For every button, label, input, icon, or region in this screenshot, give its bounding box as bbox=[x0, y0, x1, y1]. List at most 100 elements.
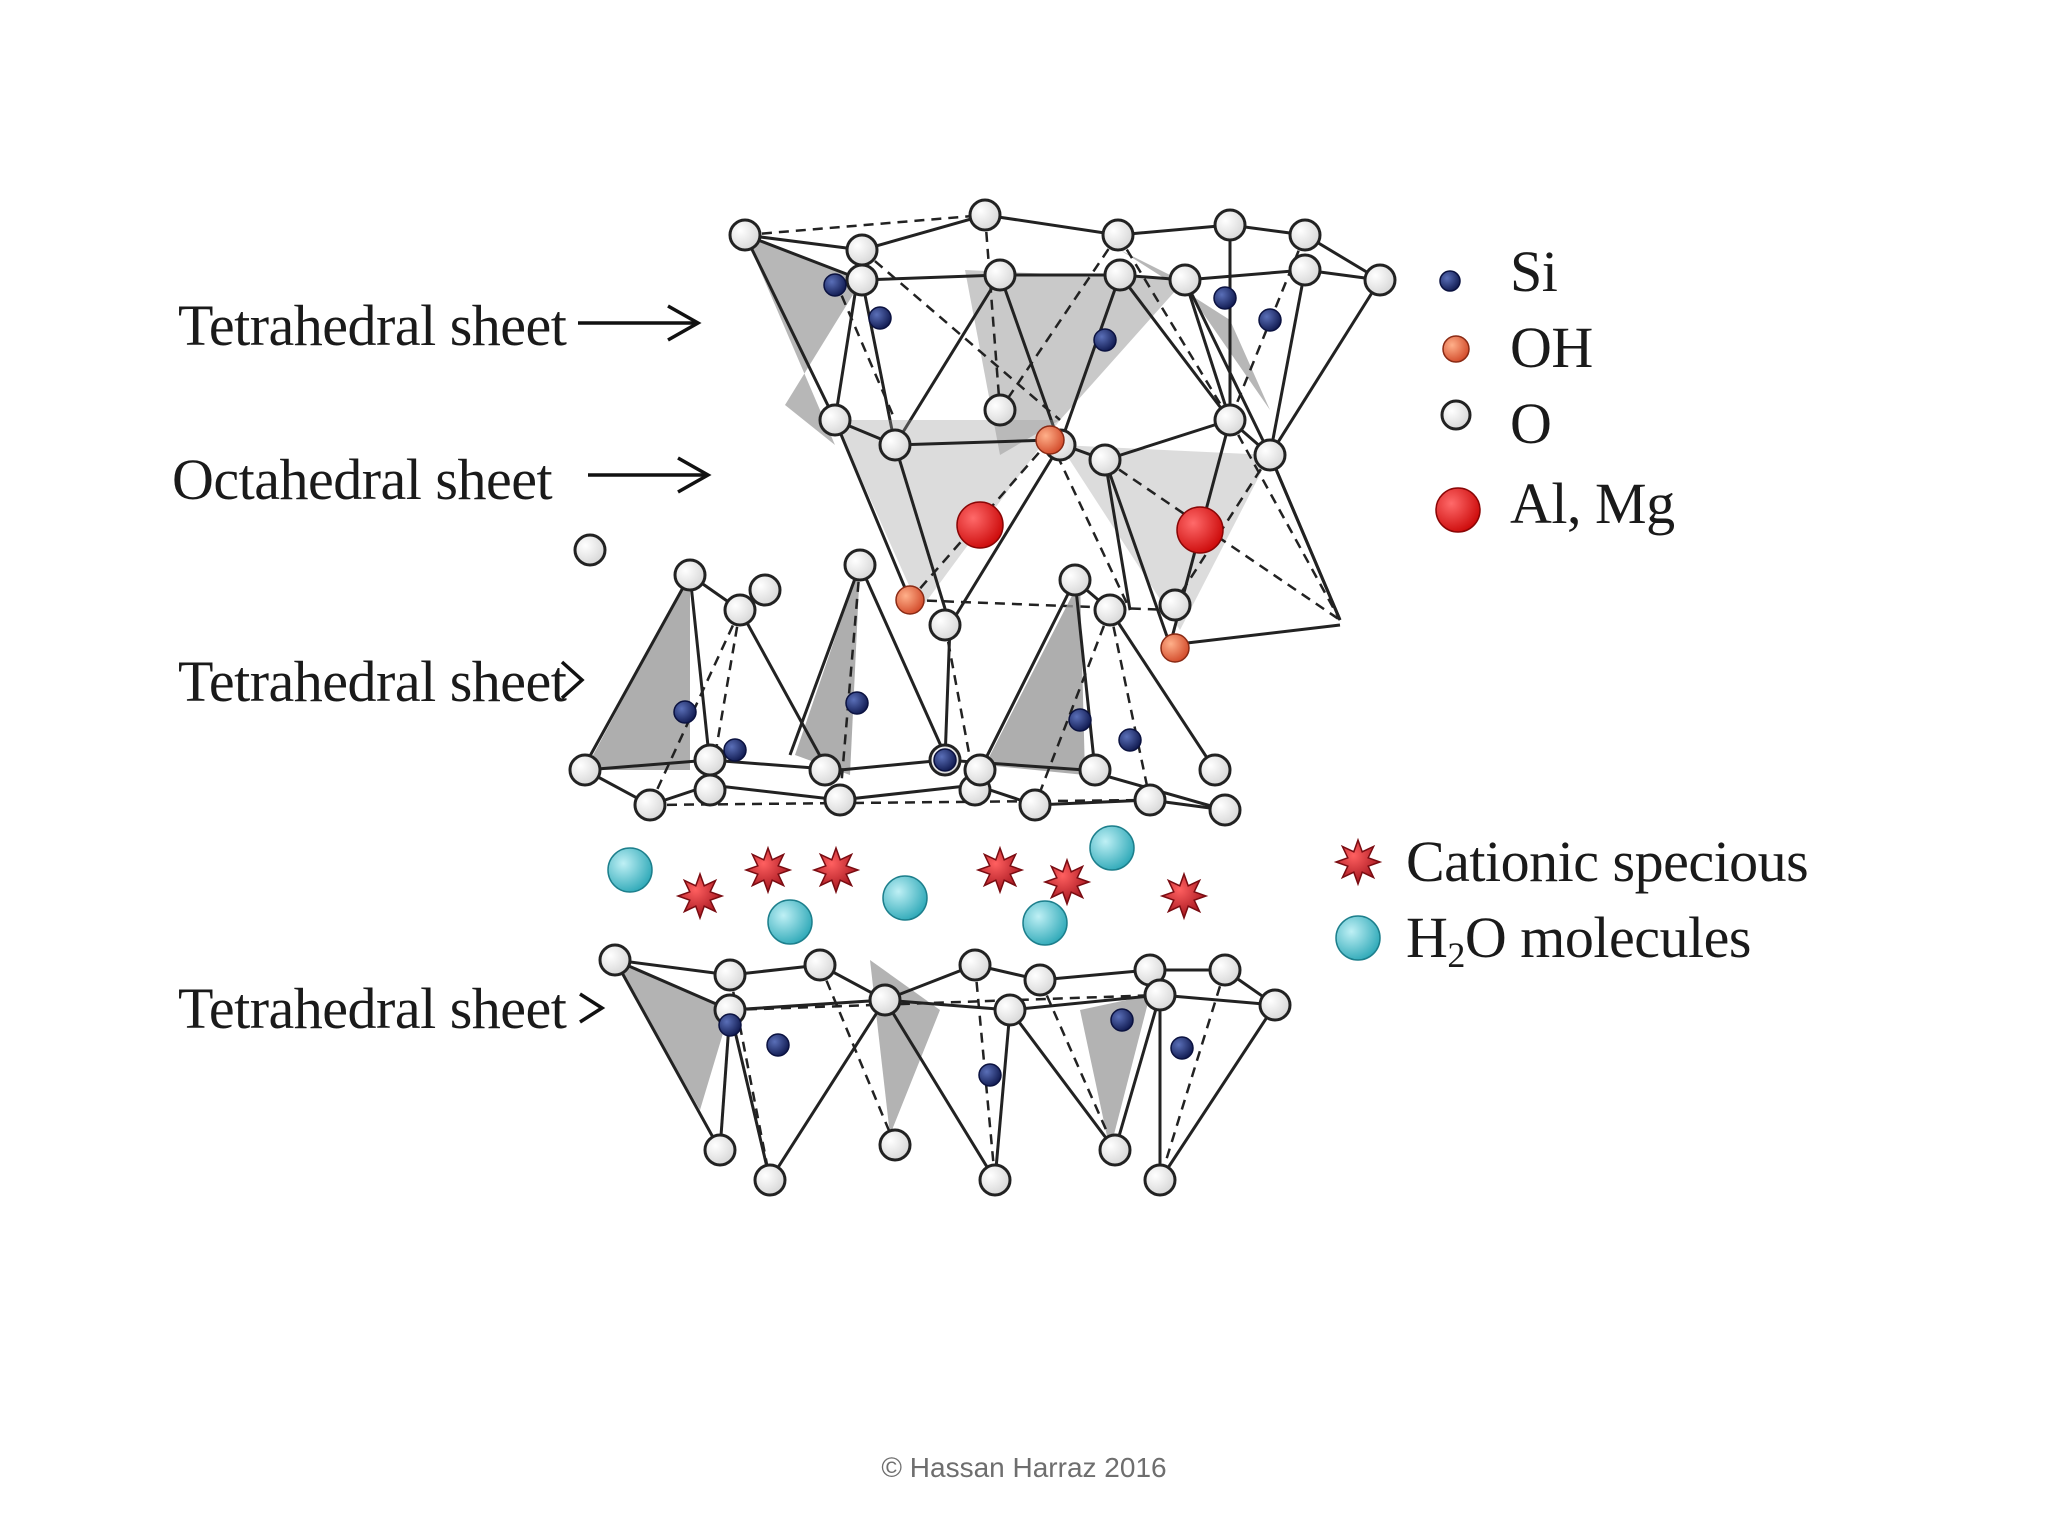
oxygen-atom bbox=[868, 983, 902, 1017]
label-tetrahedral-sheet-bottom: Tetrahedral sheet bbox=[178, 976, 567, 1041]
arrow-octa-icon bbox=[588, 456, 712, 494]
legend-o-icon bbox=[1440, 399, 1472, 431]
legend-cation-icon bbox=[1333, 837, 1383, 887]
cation-star bbox=[743, 845, 793, 895]
oxygen-atom bbox=[568, 753, 602, 787]
oxygen-atom bbox=[1213, 208, 1247, 242]
al-mg-atom bbox=[956, 501, 1004, 549]
oxygen-atom bbox=[1058, 563, 1092, 597]
silicon-atom bbox=[978, 1063, 1002, 1087]
oxygen-atom bbox=[673, 558, 707, 592]
hydroxyl-atom bbox=[895, 585, 925, 615]
water-molecule bbox=[882, 875, 928, 921]
oxygen-atom bbox=[728, 218, 762, 252]
oxygen-atom bbox=[878, 428, 912, 462]
silicon-atom bbox=[845, 691, 869, 715]
arrow-tetra-top-icon bbox=[578, 304, 702, 342]
arrow-tetra-middle-icon bbox=[560, 660, 585, 700]
oxygen-atom bbox=[968, 198, 1002, 232]
water-molecule bbox=[607, 847, 653, 893]
oxygen-atom bbox=[1023, 963, 1057, 997]
oxygen-atom bbox=[1208, 953, 1242, 987]
silicon-atom bbox=[868, 306, 892, 330]
silicon-atom bbox=[933, 748, 957, 772]
water-molecule bbox=[767, 899, 813, 945]
oxygen-atom bbox=[1143, 1163, 1177, 1197]
legend-label-h2o: H2O molecules bbox=[1406, 905, 1751, 975]
oxygen-atom bbox=[963, 753, 997, 787]
legend-al-mg-icon bbox=[1435, 487, 1481, 533]
oxygen-atom bbox=[803, 948, 837, 982]
oxygen-atom bbox=[1103, 258, 1137, 292]
oxygen-atom bbox=[723, 593, 757, 627]
water-molecule bbox=[1089, 825, 1135, 871]
hydroxyl-atoms bbox=[895, 425, 1190, 663]
oxygen-atom bbox=[703, 1133, 737, 1167]
oxygen-atom bbox=[983, 258, 1017, 292]
water-molecule bbox=[1022, 900, 1068, 946]
oxygen-atom bbox=[693, 773, 727, 807]
legend-h2o-icon bbox=[1335, 915, 1381, 961]
cation-star bbox=[675, 871, 725, 921]
oxygen-atom bbox=[1078, 753, 1112, 787]
oxygen-atom bbox=[818, 403, 852, 437]
legend-si-icon bbox=[1439, 270, 1461, 292]
oxygen-atom bbox=[978, 1163, 1012, 1197]
hydroxyl-atom bbox=[1160, 633, 1190, 663]
oxygen-atom bbox=[1101, 218, 1135, 252]
oxygen-atom bbox=[753, 1163, 787, 1197]
oxygen-atom bbox=[928, 608, 962, 642]
hydroxyl-atom bbox=[1035, 425, 1065, 455]
silicon-atom bbox=[1170, 1036, 1194, 1060]
silicon-atom bbox=[723, 738, 747, 762]
oxygen-atom bbox=[713, 958, 747, 992]
oxygen-atom bbox=[693, 743, 727, 777]
oxygen-atom bbox=[1198, 753, 1232, 787]
oxygen-atom bbox=[1363, 263, 1397, 297]
cation-star bbox=[1159, 871, 1209, 921]
oxygen-atom bbox=[1288, 218, 1322, 252]
al-mg-atom bbox=[1176, 506, 1224, 554]
copyright-footer: © Hassan Harraz 2016 bbox=[881, 1452, 1167, 1483]
silicon-atom bbox=[1110, 1008, 1134, 1032]
oxygen-atom bbox=[1288, 253, 1322, 287]
silicon-atom bbox=[1258, 308, 1282, 332]
arrow-tetra-bottom-icon bbox=[579, 992, 606, 1024]
oxygen-atom bbox=[1213, 403, 1247, 437]
oxygen-atom bbox=[1088, 443, 1122, 477]
oxygen-atom bbox=[1158, 588, 1192, 622]
legend-label-cationic: Cationic specious bbox=[1406, 829, 1809, 894]
oxygen-atom bbox=[843, 548, 877, 582]
oxygen-atom bbox=[808, 753, 842, 787]
oxygen-atom bbox=[1168, 263, 1202, 297]
oxygen-atom bbox=[823, 783, 857, 817]
water-molecules bbox=[607, 825, 1135, 946]
silicon-atom bbox=[718, 1013, 742, 1037]
legend-label-al-mg: Al, Mg bbox=[1510, 471, 1675, 536]
silicon-atoms bbox=[673, 273, 1282, 1087]
oxygen-atom bbox=[1018, 788, 1052, 822]
silicon-atom bbox=[1213, 286, 1237, 310]
oxygen-atom bbox=[958, 948, 992, 982]
silicon-atom bbox=[823, 273, 847, 297]
legend-label-si: Si bbox=[1510, 239, 1558, 304]
oxygen-atom bbox=[845, 263, 879, 297]
silicon-atom bbox=[673, 700, 697, 724]
silicon-atom bbox=[766, 1033, 790, 1057]
oxygen-atom bbox=[1253, 438, 1287, 472]
cations bbox=[675, 845, 1209, 921]
oxygen-atom bbox=[1143, 978, 1177, 1012]
oxygen-atom bbox=[1098, 1133, 1132, 1167]
al-mg-atoms bbox=[956, 501, 1224, 554]
label-octahedral-sheet: Octahedral sheet bbox=[172, 447, 553, 512]
label-tetrahedral-sheet-middle: Tetrahedral sheet bbox=[178, 649, 567, 714]
legend-label-o: O bbox=[1510, 391, 1552, 456]
legend-oh-icon bbox=[1442, 335, 1470, 363]
silicon-atom bbox=[1068, 708, 1092, 732]
oxygen-atom bbox=[1133, 783, 1167, 817]
label-tetrahedral-sheet-top: Tetrahedral sheet bbox=[178, 293, 567, 358]
silicon-atom bbox=[1093, 328, 1117, 352]
oxygen-atom bbox=[573, 533, 607, 567]
cation-star bbox=[1042, 857, 1092, 907]
